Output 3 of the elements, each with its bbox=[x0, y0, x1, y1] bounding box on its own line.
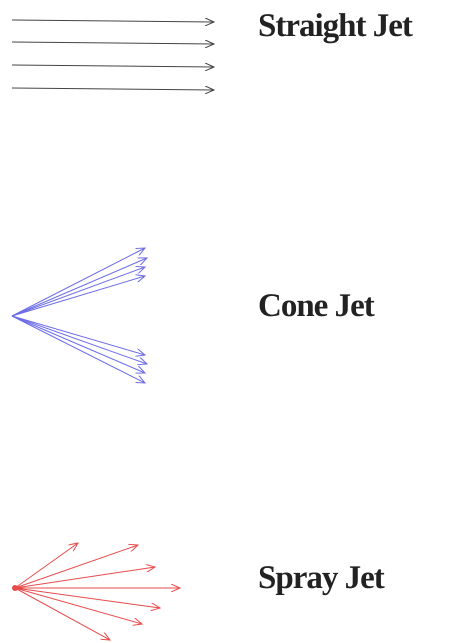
jet-type-label: Spray Jet bbox=[258, 560, 384, 597]
jet-type-label: Cone Jet bbox=[258, 288, 374, 325]
jet-type-label: Straight Jet bbox=[258, 8, 412, 45]
